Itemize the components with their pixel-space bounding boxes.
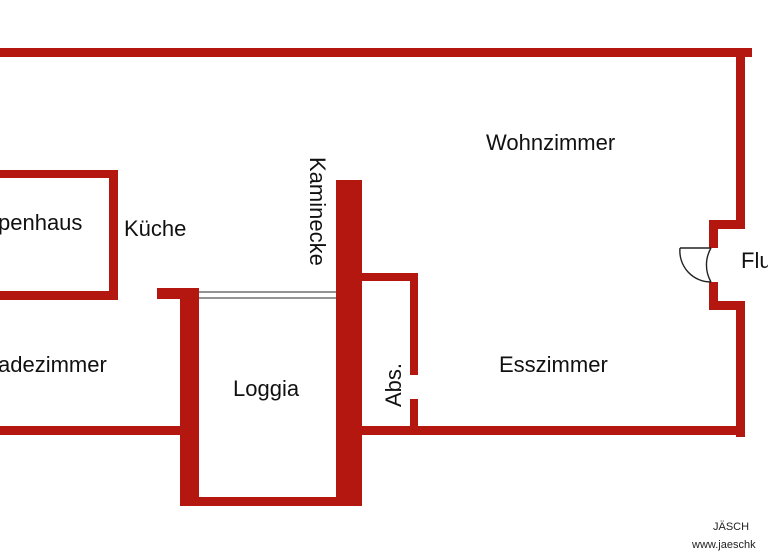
room-label-wohnzimmer: Wohnzimmer <box>486 130 615 155</box>
wall-right-lower <box>736 301 745 437</box>
wall-loggia-top-stub <box>157 288 199 299</box>
wall-abstellraum-top <box>362 273 418 281</box>
room-label-badezimmer: adezimmer <box>0 352 107 377</box>
room-label-treppenhaus: penhaus <box>0 210 82 235</box>
brand-website: www.jaeschk <box>691 539 756 551</box>
wall-loggia-bottom <box>180 497 362 506</box>
wall-flur-notch-top <box>709 220 745 229</box>
wall-top <box>0 48 752 57</box>
wall-treppenhaus-right <box>109 170 118 300</box>
room-label-loggia: Loggia <box>233 376 300 401</box>
room-label-abstellraum: Abs. <box>381 363 406 407</box>
wall-kaminecke-column <box>336 180 362 506</box>
wall-treppenhaus-top <box>0 170 118 178</box>
wall-abstellraum-right-lower <box>410 399 418 435</box>
wall-bottom-right <box>360 426 745 435</box>
brand-company: JÄSCH <box>713 521 749 533</box>
wall-abstellraum-right-upper <box>410 273 418 375</box>
wall-right-upper <box>736 48 745 228</box>
wall-bottom-left <box>0 426 190 435</box>
room-label-flur: Flu <box>741 248 768 273</box>
room-label-kueche: Küche <box>124 216 186 241</box>
room-label-kaminecke: Kaminecke <box>305 157 330 266</box>
wall-flur-notch-left-upper <box>709 220 718 248</box>
wall-treppenhaus-bottom <box>0 291 118 300</box>
wall-flur-notch-left-lower <box>709 282 718 310</box>
room-label-esszimmer: Esszimmer <box>499 352 608 377</box>
wall-flur-notch-bottom <box>709 301 745 310</box>
wall-loggia-left <box>180 288 199 506</box>
flur-door-swing-icon <box>679 247 712 283</box>
